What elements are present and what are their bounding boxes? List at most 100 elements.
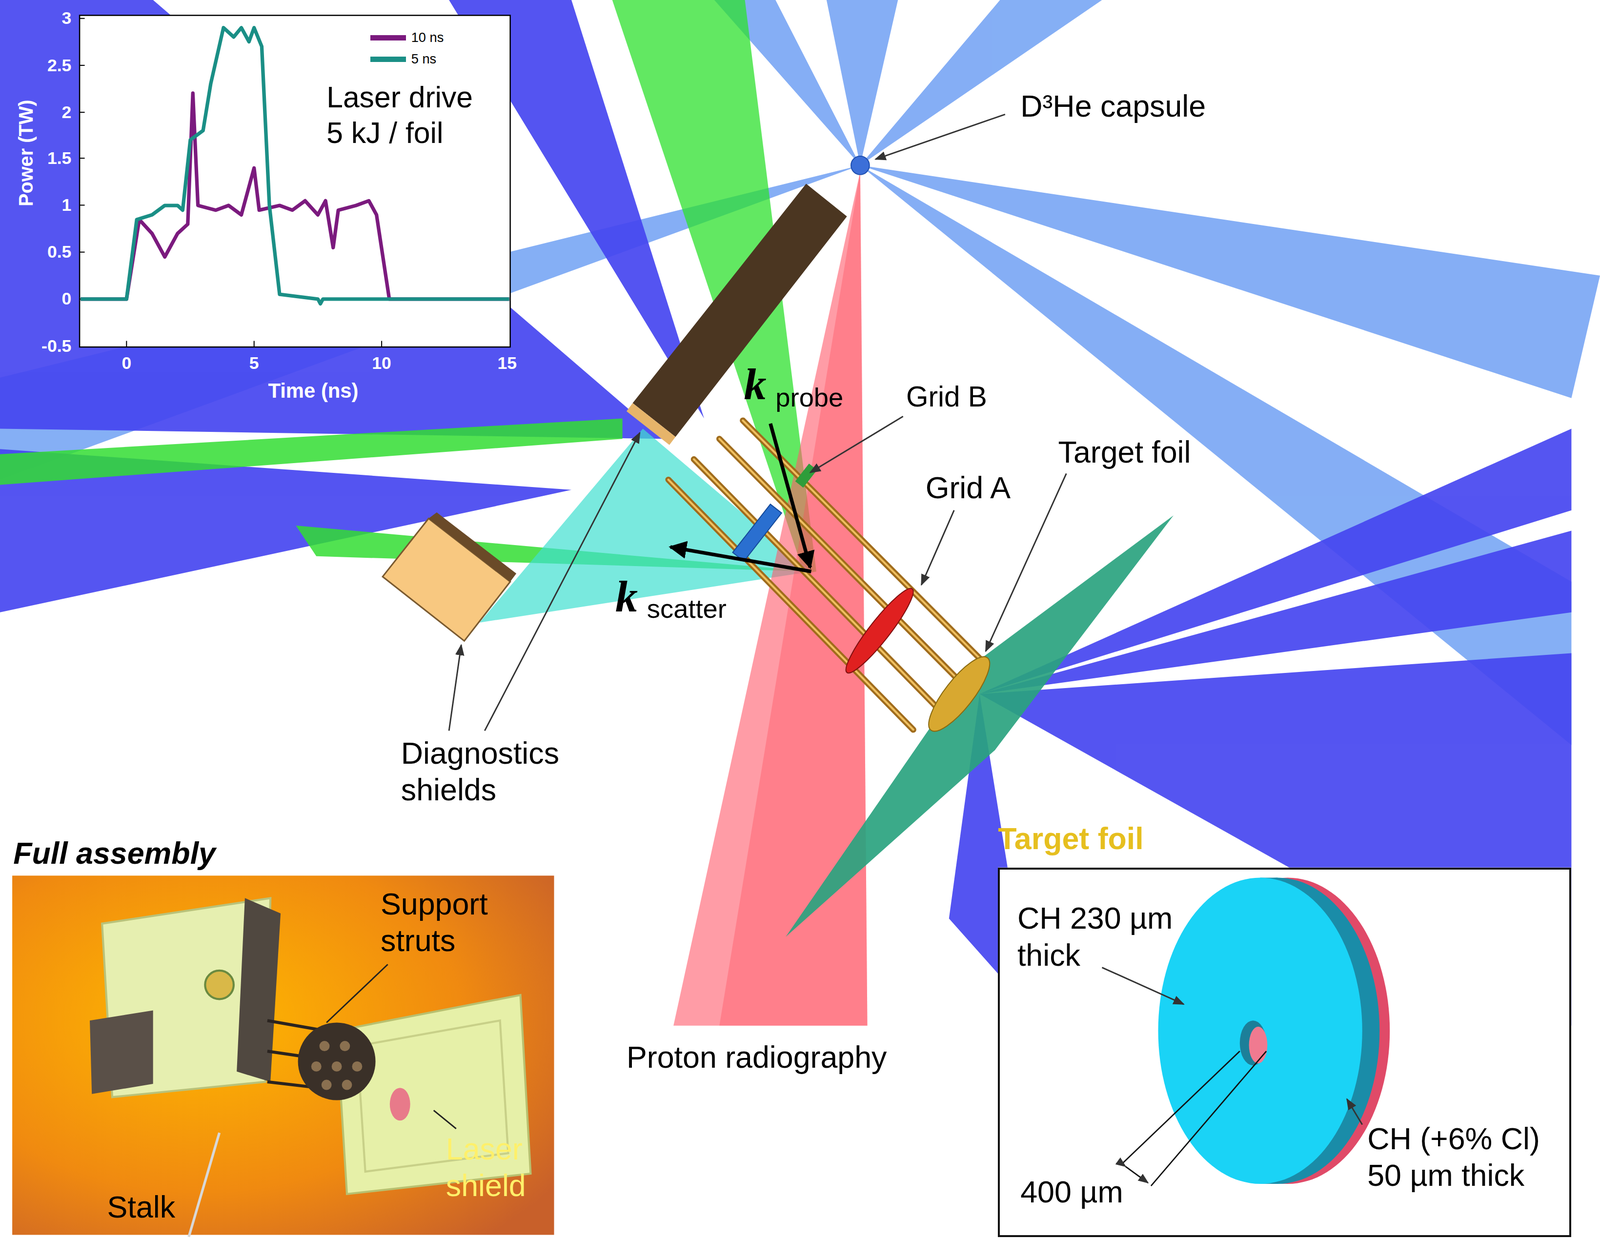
assembly-photo (433, 1110, 457, 1129)
target-foil-inset (997, 867, 1572, 1237)
target-foil-inset (997, 867, 1572, 1237)
k-vectors (670, 423, 812, 572)
assembly-photo (321, 1079, 332, 1091)
leader-lines (448, 114, 1067, 731)
leader-lines (448, 645, 462, 731)
vector-symbol: k (743, 357, 767, 411)
axis-title: Power (TW) (15, 99, 39, 206)
photo-label: Support struts (380, 885, 514, 960)
part-label: Grid A (925, 469, 1011, 507)
target-foil-part (919, 648, 999, 739)
axis-tick: 2.5 (47, 55, 72, 77)
target-foil-inset (1158, 877, 1363, 1184)
target-foil-inset (1346, 1098, 1362, 1125)
dark-blue-beams (979, 428, 1572, 694)
capsule (850, 156, 870, 175)
assembly-photo (342, 1079, 353, 1091)
light-blue-beams (860, 165, 1572, 746)
assembly-photo (12, 875, 554, 1237)
green-beams (479, 428, 812, 623)
target-foil-inset (1122, 1051, 1240, 1164)
panel-heading: Target foil (997, 820, 1144, 857)
assembly-photo (331, 1061, 343, 1072)
support-struts (668, 420, 985, 730)
diagnostics-shield (626, 403, 676, 446)
power-curve (80, 27, 509, 304)
grids (838, 582, 921, 679)
assembly-photo (389, 1087, 411, 1121)
axis-tick: -0.5 (41, 335, 72, 357)
part-label: D³He capsule (1020, 87, 1206, 125)
capsule (850, 156, 870, 175)
k-vectors (670, 546, 812, 572)
leader-lines (875, 114, 1006, 160)
axis-title: Time (ns) (267, 378, 359, 404)
k-vectors (770, 423, 811, 568)
leader-lines (921, 510, 954, 586)
chart-note: Laser drive 5 kJ / foil (326, 79, 485, 151)
target-foil-inset (1151, 1051, 1267, 1186)
dimension-label: 400 µm (1020, 1173, 1123, 1211)
chart-plot (79, 15, 510, 347)
assembly-photo (236, 897, 281, 1082)
assembly-photo (311, 1040, 363, 1090)
assembly-photo (89, 1010, 154, 1094)
axis-tick: 0 (61, 288, 72, 310)
panel-heading: Full assembly (13, 834, 216, 872)
target-foil-inset (1249, 1026, 1268, 1064)
axis-tick: 10 (371, 352, 392, 374)
assembly-photo (188, 1132, 220, 1237)
diagnostics-shield (632, 183, 848, 438)
axis-tick: 1.5 (47, 147, 72, 169)
legend-text: 10 ns (411, 29, 444, 46)
legend-swatch (370, 56, 406, 62)
axis-tick: 3 (61, 7, 72, 29)
assembly-photo (12, 875, 554, 1235)
target-foil-part (919, 648, 999, 739)
inset-panel: Target foilCH 230 µm thick400 µmCH (+6% … (997, 867, 1572, 1237)
support-struts (742, 420, 985, 664)
assembly-photo (204, 970, 234, 1000)
leader-lines (810, 416, 903, 473)
support-struts (742, 420, 985, 664)
axis-tick: 1 (61, 194, 72, 216)
leader-lines (484, 432, 640, 731)
chart-plot (79, 18, 85, 20)
diagnostics-shield (382, 183, 847, 642)
chart-panel: Laser drive 5 kJ / foil (0, 0, 516, 358)
chart-plot (79, 111, 85, 113)
green-beams (0, 418, 623, 485)
part-label: Target foil (1058, 433, 1192, 471)
chart-plot (79, 204, 85, 206)
photo-label: Stalk (107, 1188, 176, 1226)
chart-plot (79, 64, 85, 66)
axis-tick: 5 (249, 352, 260, 374)
part-label: Diagnostics shields (401, 734, 575, 809)
grids (795, 463, 818, 488)
assembly-photo (311, 1061, 322, 1072)
assembly-photo (319, 1040, 330, 1052)
assembly-photo (298, 1022, 376, 1100)
chart-plot (253, 341, 255, 348)
light-blue-beams (860, 165, 1600, 399)
power-curve (80, 93, 509, 300)
chart-plot (125, 341, 127, 348)
axis-tick: 0.5 (47, 241, 72, 263)
assembly-photo (339, 1040, 350, 1052)
dimension-label: CH 230 µm thick (1017, 899, 1184, 974)
power-curves (80, 27, 509, 304)
axis-tick: 2 (61, 101, 72, 123)
assembly-photo (351, 1061, 363, 1072)
chart-plot (79, 251, 85, 253)
target-foil-inset (1125, 1166, 1149, 1183)
vector-subscript: scatter (647, 592, 727, 625)
target-foil-inset (1101, 967, 1184, 1005)
vector-subscript: probe (775, 381, 844, 414)
vector-symbol: k (615, 569, 638, 624)
chart-plot (381, 341, 383, 348)
photo-panel: Full assemblySupport strutsLaser shieldS… (12, 875, 554, 1235)
axis-tick: 0 (121, 352, 132, 374)
dimension-label: CH (+6% Cl) 50 µm thick (1367, 1120, 1554, 1195)
legend-swatch (370, 35, 406, 41)
